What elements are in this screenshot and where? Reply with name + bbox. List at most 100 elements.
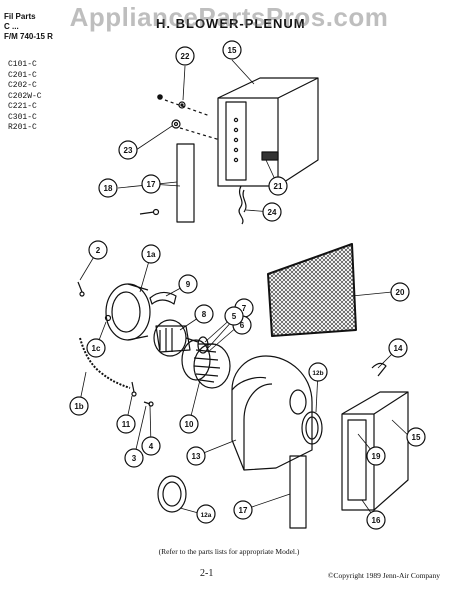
wire-harness [238, 185, 247, 225]
callout-circle [366, 510, 386, 530]
callout-label: 22 [181, 52, 190, 61]
callout-circle [262, 202, 282, 222]
callout-13: 13 [186, 446, 206, 466]
callout-1a: 1a [141, 244, 161, 264]
callout-circle [175, 46, 195, 66]
callout-circle [366, 446, 386, 466]
callout-circle [268, 176, 288, 196]
callout-20: 20 [390, 282, 410, 302]
callout-8: 8 [194, 304, 214, 324]
callout-label: 10 [185, 420, 194, 429]
blower-motor [153, 319, 199, 357]
screw [77, 281, 85, 297]
callout-18: 18 [98, 178, 118, 198]
callout-16: 16 [366, 510, 386, 530]
callout-5: 5 [224, 306, 244, 326]
callout-circle [86, 338, 106, 358]
callout-label: 1c [92, 344, 101, 353]
callout-circle [116, 414, 136, 434]
screw [104, 314, 112, 322]
model-number: R201-C [8, 123, 37, 132]
callout-label: 11 [122, 420, 131, 429]
blower-scroll-housing [231, 355, 313, 471]
copyright-notice: ©Copyright 1989 Jenn-Air Company [327, 571, 440, 580]
callout-12a: 12a [196, 504, 216, 524]
callout-label: 5 [232, 312, 237, 321]
callout-label: 13 [192, 452, 201, 461]
model-number: C101-C [8, 60, 37, 69]
callout-circle [308, 362, 328, 382]
callout-circle [390, 282, 410, 302]
footer-note: (Refer to the parts lists for appropriat… [158, 547, 300, 556]
washer [157, 94, 181, 129]
filter-panel [267, 243, 357, 337]
callout-circle [222, 40, 242, 60]
callout-label: 20 [396, 288, 405, 297]
callout-label: 12b [312, 370, 323, 377]
callout-circle [118, 140, 138, 160]
callout-label: 2 [96, 246, 101, 255]
callout-9: 9 [178, 274, 198, 294]
screw [139, 208, 160, 216]
section-header: Fil Parts C ... F/M 740-15 R [4, 12, 74, 42]
callout-label: 7 [242, 304, 247, 313]
callout-label: 6 [240, 321, 245, 330]
callout-circle [406, 427, 426, 447]
callout-circle [388, 338, 408, 358]
callout-circle [98, 178, 118, 198]
callout-circle [194, 304, 214, 324]
page-title: H. BLOWER-PLENUM [156, 16, 306, 31]
model-number: C301-C [8, 112, 37, 122]
model-number: C202-C [8, 81, 37, 90]
callout-17: 17 [141, 174, 161, 194]
callout-circle [178, 274, 198, 294]
screw [143, 401, 154, 407]
callout-circle [224, 306, 244, 326]
callout-14: 14 [388, 338, 408, 358]
callout-label: 24 [268, 208, 277, 217]
callout-label: 12a [201, 512, 212, 519]
callout-circle [141, 436, 161, 456]
section-header-line: F/M 740-15 R [4, 32, 53, 41]
callout-label: 19 [372, 452, 381, 461]
clip [371, 362, 387, 377]
callout-label: 18 [104, 184, 113, 193]
callout-label: 1b [74, 402, 83, 411]
model-number: C202W-C [8, 91, 42, 101]
callout-1c: 1c [86, 338, 106, 358]
callout-label: 9 [186, 280, 191, 289]
section-header-line: C ... [4, 22, 19, 31]
motor-mount [105, 283, 151, 341]
callout-label: 23 [124, 146, 133, 155]
callout-17: 17 [233, 500, 253, 520]
callout-19: 19 [366, 446, 386, 466]
callout-2: 2 [88, 240, 108, 260]
callout-23: 23 [118, 140, 138, 160]
callout-circle [186, 446, 206, 466]
callout-12b: 12b [308, 362, 328, 382]
callout-circle [141, 174, 161, 194]
inlet-ring [157, 475, 187, 513]
callout-label: 16 [372, 516, 381, 525]
ground-chain [79, 337, 131, 389]
callout-circle [124, 448, 144, 468]
model-number: C201-C [8, 70, 37, 80]
callout-circle [233, 500, 253, 520]
model-number: C221-C [8, 102, 37, 111]
callout-label: 8 [202, 310, 207, 319]
callout-22: 22 [175, 46, 195, 66]
callout-label: 3 [132, 454, 137, 463]
callout-label: 17 [239, 506, 248, 515]
gasket-ring [301, 411, 323, 445]
callout-label: 14 [394, 344, 403, 353]
callout-circle [69, 396, 89, 416]
cover-plate [176, 143, 195, 223]
callout-circle [141, 244, 161, 264]
section-header-line: Fil Parts [4, 12, 36, 21]
callout-10: 10 [179, 414, 199, 434]
callout-15: 15 [406, 427, 426, 447]
callout-label: 1a [147, 250, 156, 259]
cover-plate-lower [289, 455, 307, 529]
